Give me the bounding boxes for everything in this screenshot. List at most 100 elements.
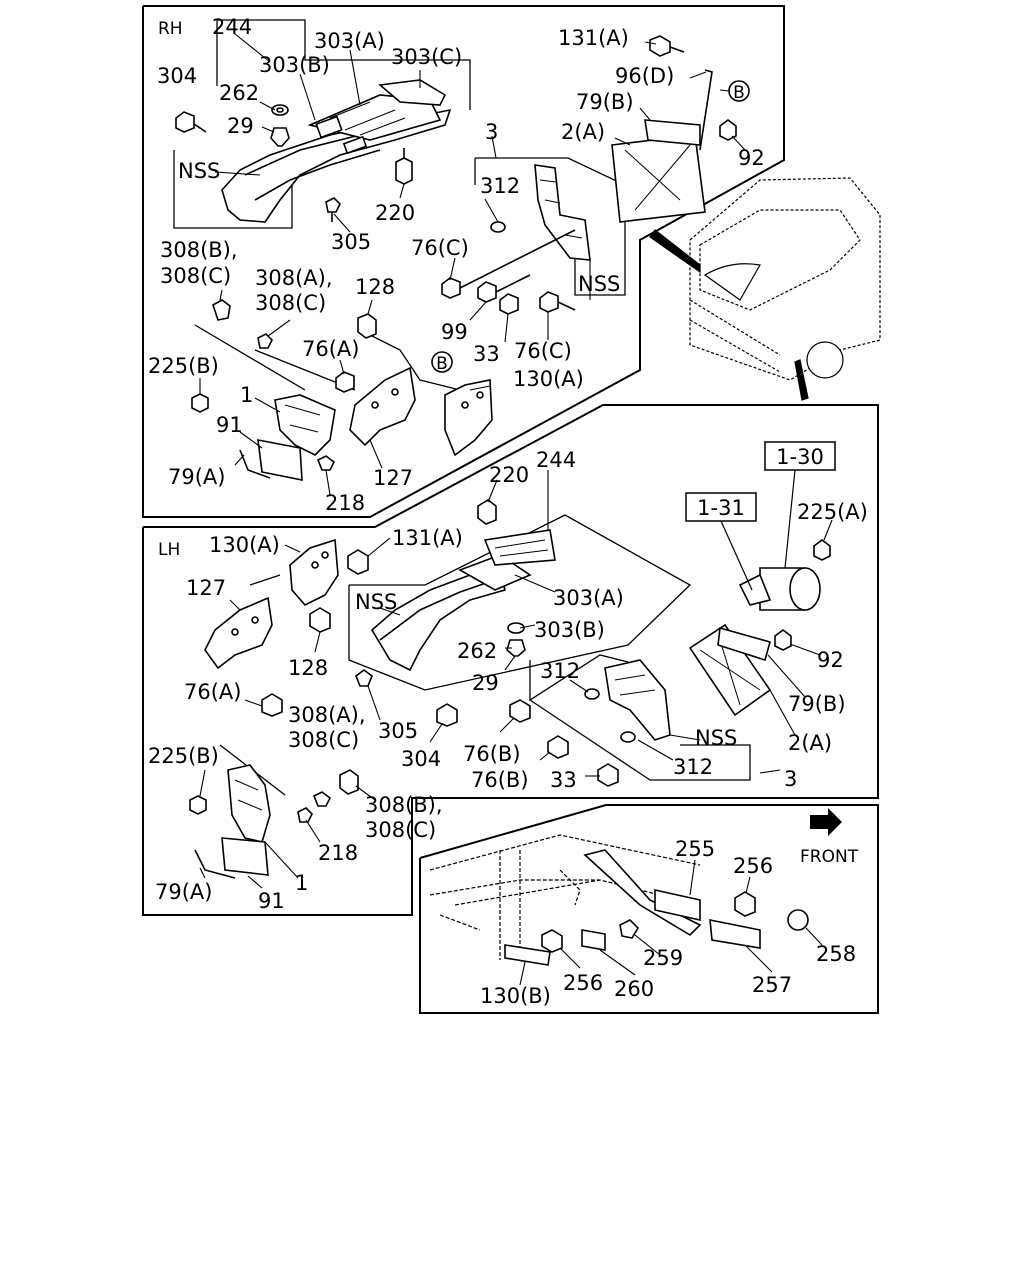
rh-bolt-131a: [649, 35, 685, 57]
label-rh-1: 1: [240, 383, 253, 407]
label-lh-308a: 308(A),: [288, 703, 366, 727]
box-1-31-text: 1-31: [697, 496, 745, 520]
rh-bolt-304: [175, 111, 207, 133]
rh-fender-assembly: [221, 79, 452, 223]
rh-bolt-220: [395, 148, 413, 185]
lh-nut-92: [774, 629, 792, 651]
label-rh-76a: 76(A): [302, 337, 359, 361]
rh-stay-130a: [444, 379, 493, 457]
label-rh-308c-2: 308(C): [255, 291, 326, 315]
label-rh-3: 3: [485, 120, 498, 144]
label-lh-76b-2: 76(B): [471, 768, 529, 792]
label-lh-91: 91: [258, 889, 285, 913]
callout-b-text-2: B: [436, 354, 448, 374]
lh-small-parts: [189, 499, 619, 823]
label-lh-131a: 131(A): [392, 526, 463, 550]
lh-nut-225a: [813, 539, 831, 561]
rh-mudflap-2a: [611, 134, 706, 223]
front-frame-illustration: [429, 834, 701, 960]
label-fr-257: 257: [752, 973, 792, 997]
label-lh-308b: 308(B),: [365, 793, 443, 817]
label-lh-312a: 312: [540, 659, 580, 683]
box-1-30-text: 1-30: [776, 445, 824, 469]
label-lh-33: 33: [550, 768, 577, 792]
label-lh-79b: 79(B): [788, 692, 846, 716]
label-lh-128: 128: [288, 656, 328, 680]
label-lh-308c-1: 308(C): [288, 728, 359, 752]
rh-bracket-79b: [644, 119, 701, 146]
label-rh-79b: 79(B): [576, 90, 634, 114]
label-fr-259: 259: [643, 946, 683, 970]
label-lh-1: 1: [295, 871, 308, 895]
rh-clip-29: [270, 127, 290, 147]
label-lh-244: 244: [536, 448, 576, 472]
label-rh-nss-2: NSS: [578, 272, 620, 296]
label-lh-3: 3: [784, 767, 797, 791]
label-lh-303b: 303(B): [534, 618, 605, 642]
leader-lines: [199, 33, 833, 986]
label-rh-308b: 308(B),: [160, 238, 238, 262]
front-arrow-icon: [810, 808, 842, 836]
front-parts: [504, 849, 809, 966]
lh-tank-1-30: [738, 567, 821, 611]
label-rh-79a: 79(A): [168, 465, 225, 489]
label-fr-258: 258: [816, 942, 856, 966]
lh-plate-91: [221, 837, 269, 876]
label-lh-312b: 312: [673, 755, 713, 779]
label-rh-2a: 2(A): [561, 120, 605, 144]
label-rh-303a: 303(A): [314, 29, 385, 53]
lh-bracket-79a: [194, 849, 236, 879]
label-lh-218: 218: [318, 841, 358, 865]
label-lh-130a: 130(A): [209, 533, 280, 557]
label-rh-130a: 130(A): [513, 367, 584, 391]
part-labels: 244 303(A) 303(B) 303(C) 304 262 29 NSS …: [148, 15, 868, 1008]
label-rh-225b: 225(B): [148, 354, 219, 378]
label-lh-225b: 225(B): [148, 744, 219, 768]
label-fr-256b: 256: [563, 971, 603, 995]
label-lh-nss-1: NSS: [355, 590, 397, 614]
label-rh-nss-1: NSS: [178, 159, 220, 183]
label-rh-308a: 308(A),: [255, 266, 333, 290]
label-rh-218: 218: [325, 491, 365, 515]
label-rh-29: 29: [227, 114, 254, 138]
label-fr-256a: 256: [733, 854, 773, 878]
rh-plate-91: [257, 439, 303, 481]
label-lh-262: 262: [457, 639, 497, 663]
label-lh-127: 127: [186, 576, 226, 600]
box-1-31: 1-31: [685, 492, 757, 591]
label-fr-260: 260: [614, 977, 654, 1001]
label-rh-91: 91: [216, 413, 243, 437]
label-lh-2a: 2(A): [788, 731, 832, 755]
panel-rh: [142, 5, 785, 518]
section-front: FRONT: [800, 847, 859, 867]
label-lh-92: 92: [817, 648, 844, 672]
section-lh: LH: [158, 540, 180, 560]
label-rh-220: 220: [375, 201, 415, 225]
callout-circle-b-1: B: [728, 80, 750, 103]
lh-fender-assembly: [370, 529, 556, 672]
label-rh-312: 312: [480, 174, 520, 198]
label-lh-29: 29: [472, 671, 499, 695]
callout-b-text-1: B: [733, 83, 745, 103]
label-rh-244: 244: [212, 15, 252, 39]
label-rh-33: 33: [473, 342, 500, 366]
label-lh-225a: 225(A): [797, 500, 868, 524]
label-rh-127: 127: [373, 466, 413, 490]
label-fr-255: 255: [675, 837, 715, 861]
label-rh-303b: 303(B): [259, 53, 330, 77]
rh-bolts-76c-99-33: [441, 229, 576, 315]
rh-washer-262: [271, 104, 289, 116]
label-lh-76a: 76(A): [184, 680, 241, 704]
lh-stay-3: [584, 659, 671, 743]
label-rh-303c: 303(C): [391, 45, 462, 69]
label-lh-220: 220: [489, 463, 529, 487]
label-lh-304: 304: [401, 747, 441, 771]
label-fr-130b: 130(B): [480, 984, 551, 1008]
label-rh-131a: 131(A): [558, 26, 629, 50]
label-rh-262: 262: [219, 81, 259, 105]
label-rh-308c-1: 308(C): [160, 264, 231, 288]
box-1-30: 1-30: [764, 441, 836, 569]
label-rh-99: 99: [441, 320, 468, 344]
